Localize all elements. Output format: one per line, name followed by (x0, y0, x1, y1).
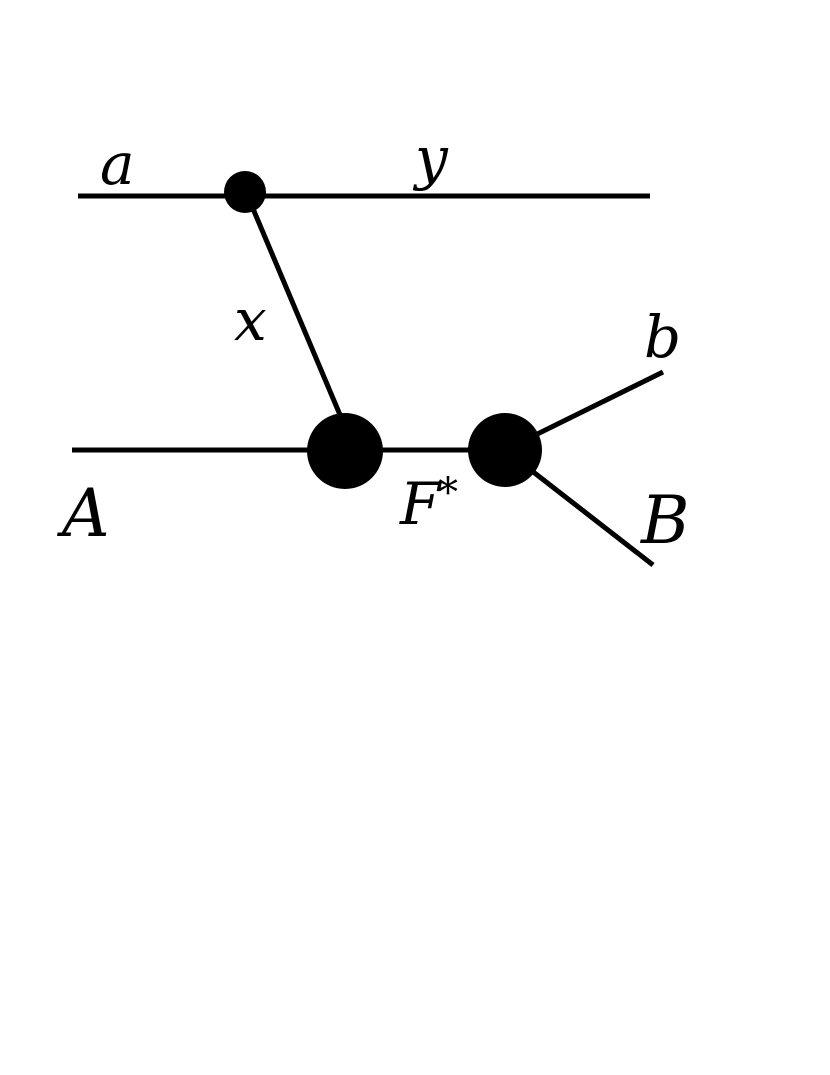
label-A: A (56, 475, 110, 552)
label-F-star: * (438, 470, 458, 516)
label-a: a (100, 130, 135, 198)
label-F: F (399, 470, 442, 538)
small-vertex (224, 171, 266, 213)
right-large-vertex (468, 413, 542, 487)
label-B: B (640, 482, 690, 559)
left-large-vertex (307, 413, 383, 489)
label-x: x (234, 286, 267, 354)
x-line (248, 203, 346, 423)
label-y: y (412, 124, 449, 192)
label-b: b (644, 303, 681, 371)
